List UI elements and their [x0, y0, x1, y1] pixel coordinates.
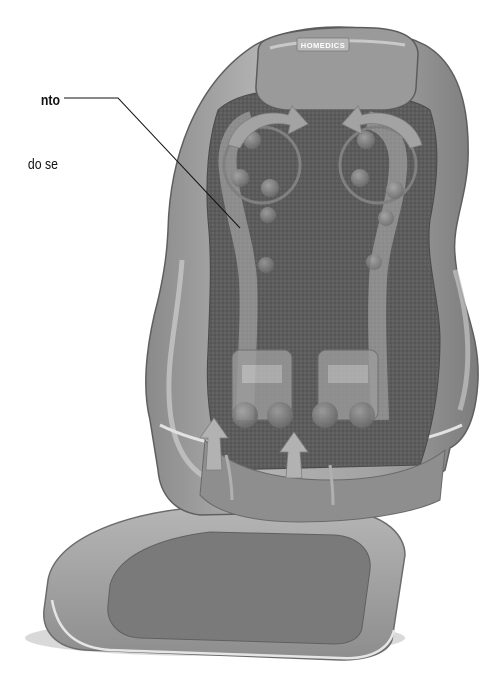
brand-logo-text: HOMEDICS	[301, 41, 345, 50]
seat-center-panel	[108, 532, 370, 644]
headrest-pillow: HOMEDICS	[256, 28, 418, 110]
seat-cushion	[44, 508, 405, 660]
